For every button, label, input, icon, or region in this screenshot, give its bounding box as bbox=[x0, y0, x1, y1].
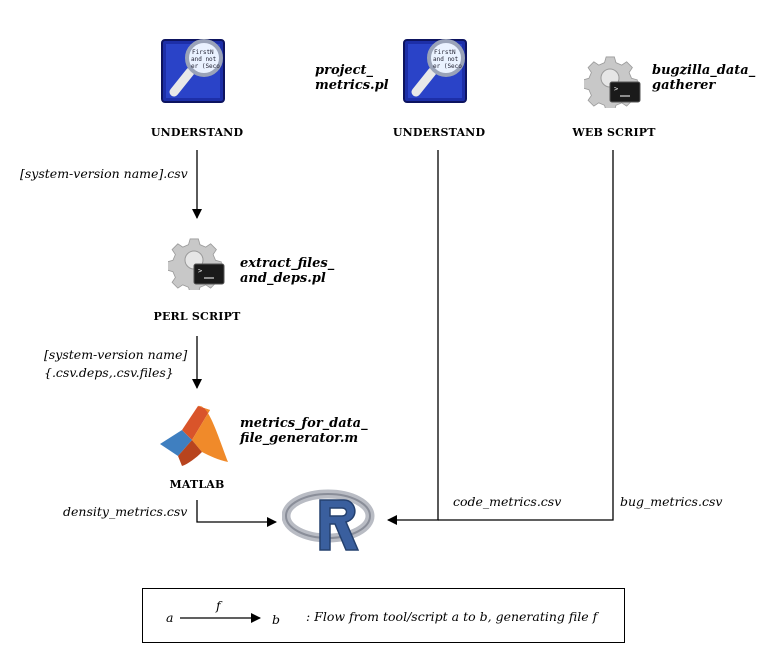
legend-box bbox=[142, 588, 625, 643]
project-metrics-line1: project_ bbox=[315, 63, 374, 78]
perl-script-icon-wrap: > bbox=[166, 234, 228, 294]
gear-terminal-icon: > bbox=[166, 238, 225, 294]
understand-left-label: UNDERSTAND bbox=[150, 126, 244, 139]
arrow-understand-right-to-r bbox=[387, 150, 439, 525]
matlab-logo-icon bbox=[160, 405, 228, 466]
legend-b: b bbox=[272, 612, 281, 627]
extract-files-line2: and_deps.pl bbox=[240, 271, 326, 286]
legend-a: a bbox=[166, 610, 174, 625]
understand-left-icon-wrap: FirstN and not er (Seco bbox=[160, 34, 232, 110]
project-metrics-script: project_ metrics.pl bbox=[315, 63, 389, 93]
metrics-for-data-script: metrics_for_data_ file_generator.m bbox=[240, 416, 368, 446]
file-deps-line2: {.csv.deps,.csv.files} bbox=[44, 365, 174, 380]
project-metrics-line2: metrics.pl bbox=[315, 78, 389, 93]
perl-script-label: PERL SCRIPT bbox=[153, 310, 241, 323]
svg-text:and not: and not bbox=[191, 56, 217, 63]
file-system-version-deps: [system-version name] {.csv.deps,.csv.fi… bbox=[44, 346, 187, 382]
arrow-matlab-to-r bbox=[196, 500, 277, 527]
file-bug-metrics: bug_metrics.csv bbox=[620, 494, 723, 509]
matlab-label: MATLAB bbox=[169, 478, 225, 491]
r-icon-wrap bbox=[281, 486, 382, 560]
understand-magnifier-icon: FirstN and not er (Seco bbox=[161, 39, 225, 103]
web-script-label: WEB SCRIPT bbox=[572, 126, 656, 139]
bugzilla-script: bugzilla_data_ gatherer bbox=[652, 63, 755, 93]
file-code-metrics: code_metrics.csv bbox=[453, 494, 562, 509]
understand-right-icon-wrap: FirstN and not er (Seco bbox=[402, 34, 474, 110]
bugzilla-line1: bugzilla_data_ bbox=[652, 63, 756, 78]
bugzilla-line2: gatherer bbox=[652, 78, 716, 93]
svg-text:>: > bbox=[614, 85, 618, 93]
svg-text:and not: and not bbox=[433, 56, 459, 63]
svg-text:FirstN: FirstN bbox=[434, 49, 456, 56]
svg-text:>: > bbox=[198, 267, 202, 275]
understand-magnifier-icon: FirstN and not er (Seco bbox=[403, 39, 467, 103]
metrics-for-data-line2: file_generator.m bbox=[240, 431, 359, 446]
svg-text:er (Seco: er (Seco bbox=[191, 63, 220, 70]
web-script-icon-wrap: > bbox=[582, 52, 644, 112]
r-logo-icon bbox=[281, 489, 375, 551]
extract-files-script: extract_files_ and_deps.pl bbox=[240, 256, 334, 286]
file-deps-line1: [system-version name] bbox=[44, 347, 188, 362]
legend-description: : Flow from tool/script a to b, generati… bbox=[306, 609, 598, 624]
file-system-version-csv: [system-version name].csv bbox=[20, 166, 188, 181]
extract-files-line1: extract_files_ bbox=[240, 256, 335, 271]
file-density-metrics: density_metrics.csv bbox=[63, 504, 188, 519]
gear-terminal-icon: > bbox=[582, 56, 641, 112]
understand-right-label: UNDERSTAND bbox=[392, 126, 486, 139]
svg-text:er (Seco: er (Seco bbox=[433, 63, 462, 70]
matlab-icon-wrap bbox=[158, 400, 234, 474]
metrics-for-data-line1: metrics_for_data_ bbox=[240, 416, 368, 431]
svg-text:FirstN: FirstN bbox=[192, 49, 214, 56]
legend-f: f bbox=[216, 598, 221, 613]
line-webscript-to-r bbox=[438, 150, 614, 521]
